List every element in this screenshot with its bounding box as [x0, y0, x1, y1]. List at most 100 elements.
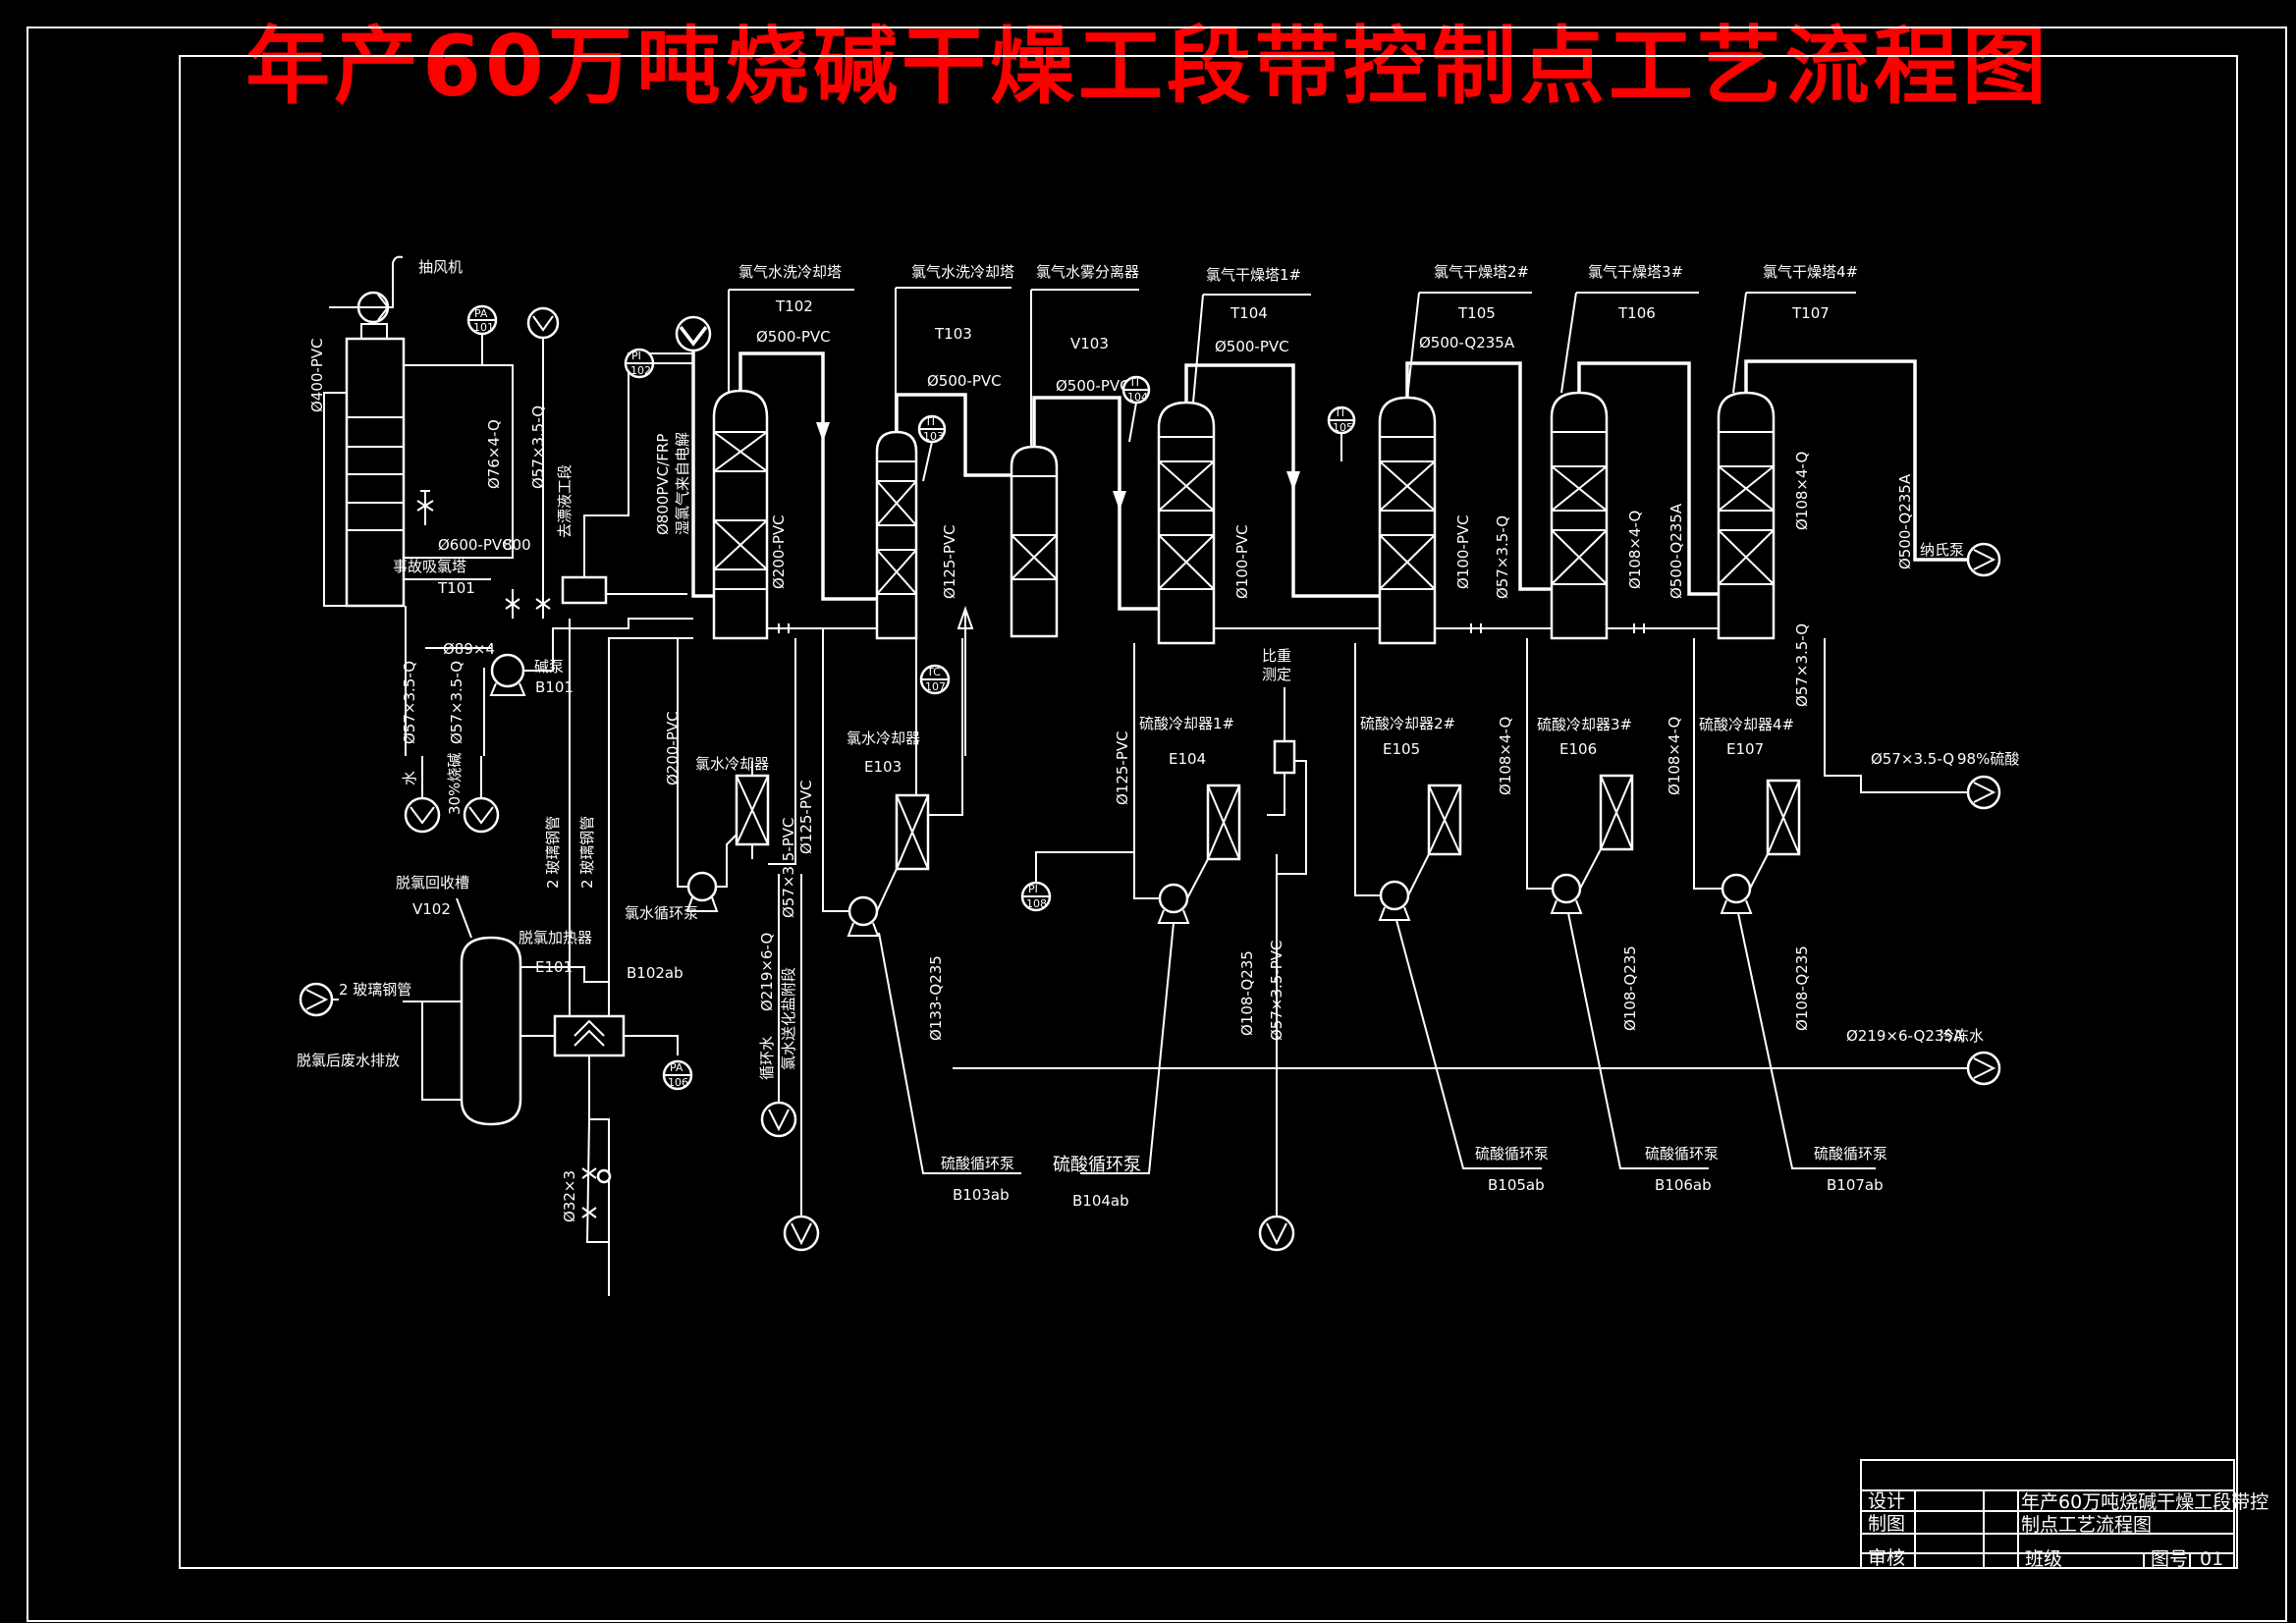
B105-tag: B105ab — [1488, 1176, 1545, 1194]
wet-chlorine-label: 湿氯气来自电解 — [674, 432, 691, 535]
tower-T103: 氯气水洗冷却塔 T103 Ø500-PVC — [875, 263, 1014, 640]
B107-name: 硫酸循环泵 — [1814, 1145, 1887, 1163]
svg-text:TI: TI — [1128, 376, 1139, 389]
pipe-label-200a: Ø200-PVC — [770, 514, 788, 589]
cooler-E104: 硫酸冷却器1# E104 — [1139, 715, 1241, 861]
E106-tag: E106 — [1559, 740, 1597, 758]
B106-tag: B106ab — [1655, 1176, 1712, 1194]
svg-text:PA: PA — [670, 1061, 683, 1074]
pipe-label-108a: Ø108×4-Q — [1626, 511, 1644, 589]
caustic-label: 30%烧碱 — [446, 753, 464, 815]
T107-name: 氯气干燥塔4# — [1763, 263, 1858, 281]
pipe-label-57d: Ø57×3.5-Q — [1494, 515, 1511, 599]
pipe-label-57e: Ø57×3.5-PVC — [780, 817, 797, 918]
seal-tank — [561, 575, 608, 605]
svg-text:102: 102 — [630, 364, 651, 377]
tower-T102: 氯气水洗冷却塔 T102 Ø500-PVC — [712, 263, 854, 640]
instrument-TI103: TI 103 — [917, 414, 947, 482]
instrument-TC107: TC 107 — [919, 664, 951, 695]
circ-water-label: 循环水 — [758, 1036, 776, 1080]
pipe-label-500d: Ø500-PVC — [1215, 338, 1289, 355]
cooler-E105: 硫酸冷却器2# E105 — [1360, 715, 1462, 856]
tank-V102: 脱氯回收槽 V102 — [396, 874, 522, 1126]
E101-name: 脱氯加热器 — [519, 929, 592, 947]
pump-B107: 硫酸循环泵 B107ab — [1693, 638, 1887, 1194]
instrument-PA101: PA 101 — [466, 304, 498, 365]
pipe-label-500q-t106: Ø500-Q235A — [1667, 503, 1685, 599]
pipe-label-32: Ø32×3 — [561, 1170, 578, 1222]
pump-B102: 氯水循环泵 B102ab — [625, 638, 796, 982]
pipe-label-57c: Ø57×3.5-Q — [448, 661, 465, 744]
B102-name: 氯水循环泵 — [625, 904, 698, 922]
density-label: 比重 — [1262, 647, 1291, 665]
pipe-label-133: Ø133-Q235 — [927, 955, 945, 1041]
B104-name: 硫酸循环泵 — [1053, 1155, 1141, 1175]
V102-name: 脱氯回收槽 — [396, 874, 469, 892]
tb-class: 班级 — [2025, 1548, 2062, 1570]
tb-name-1: 年产60万吨烧碱干燥工段带控 — [2021, 1491, 2269, 1513]
pipe-label-200b: Ø200-PVC — [664, 711, 682, 785]
inner-frame — [179, 55, 2238, 1569]
pipe-label-500c: Ø500-PVC — [1056, 377, 1130, 395]
E107-name: 硫酸冷却器4# — [1699, 716, 1794, 733]
tb-draw: 制图 — [1868, 1513, 1905, 1535]
E105-name: 硫酸冷却器2# — [1360, 715, 1455, 732]
T104-name: 氯气干燥塔1# — [1206, 266, 1301, 284]
pipe-label-400: Ø400-PVC — [308, 338, 326, 412]
svg-text:104: 104 — [1127, 391, 1148, 404]
T104-tag: T104 — [1230, 304, 1268, 322]
B107-tag: B107ab — [1827, 1176, 1884, 1194]
tb-dwgno: 01 — [2200, 1548, 2223, 1570]
pipe-label-100a: Ø100-PVC — [1233, 524, 1251, 599]
to-bleach-label: 去漂液工段 — [556, 464, 574, 538]
heater-E101: 脱氯加热器 E101 — [519, 929, 679, 1057]
cooler-E106: 硫酸冷却器3# E106 — [1537, 716, 1634, 851]
pipe-label-57g: Ø57×3.5-Q — [1793, 623, 1811, 707]
svg-text:PI: PI — [1028, 883, 1038, 895]
density-meter — [1273, 739, 1296, 775]
pump-B103: 硫酸循环泵 B103ab — [822, 628, 1014, 1204]
instrument-TI105: TI 105 — [1327, 406, 1356, 461]
pipe-label-108e: Ø108-Q235 — [1238, 950, 1256, 1036]
pipe-label-57h: Ø57×3.5-Q — [1871, 750, 1954, 768]
pipe-label-108b: Ø108×4-Q — [1793, 452, 1811, 530]
T105-name: 氯气干燥塔2# — [1434, 263, 1529, 281]
T105-tag: T105 — [1457, 304, 1496, 322]
T102-name: 氯气水洗冷却塔 — [738, 263, 842, 281]
pipe-label-125b: Ø125-PVC — [797, 780, 815, 854]
B102-tag: B102ab — [627, 964, 683, 982]
B106-name: 硫酸循环泵 — [1645, 1145, 1719, 1163]
E107-tag: E107 — [1726, 740, 1764, 758]
V103-name: 氯气水雾分离器 — [1036, 263, 1139, 281]
cooler-E102: 氯水冷却器 — [695, 755, 770, 859]
E106-name: 硫酸冷却器3# — [1537, 716, 1632, 733]
caustic-inlet-nozzle — [463, 796, 500, 834]
tower-T105: 氯气干燥塔2# T105 Ø500-Q235A — [1378, 263, 1532, 645]
pipe-label-500b: Ø500-PVC — [927, 372, 1002, 390]
cooler-E103: 氯水冷却器 E103 — [847, 730, 930, 871]
measure-label: 测定 — [1262, 666, 1291, 683]
svg-text:107: 107 — [925, 680, 946, 693]
svg-text:108: 108 — [1026, 897, 1047, 910]
pipe-label-500q-end: Ø500-Q235A — [1896, 473, 1914, 569]
E104-name: 硫酸冷却器1# — [1139, 715, 1234, 732]
V102-tag: V102 — [412, 900, 451, 918]
title-block: 设计 制图 审核 年产60万吨烧碱干燥工段带控 制点工艺流程图 班级 图号 01 — [1860, 1459, 2269, 1570]
water-label: 水 — [401, 771, 418, 785]
nash-pump-label: 纳氏泵 — [1920, 541, 1964, 559]
glass-pipe-2: 2 玻璃钢管 — [578, 816, 596, 889]
T103-tag: T103 — [934, 325, 972, 343]
E105-tag: E105 — [1383, 740, 1420, 758]
glass-pipe-3: 2 玻璃钢管 — [339, 981, 411, 999]
pipe-label-89: Ø89×4 — [443, 640, 495, 658]
instrument-TI104: TI 104 — [1121, 375, 1151, 443]
pipe-label-600: Ø600-PVC — [438, 536, 513, 554]
fan: 抽风机 — [329, 255, 463, 324]
pipe-label-219b: Ø219×6-Q235A — [1846, 1027, 1964, 1045]
pipe-label-108g: Ø108-Q235 — [1793, 946, 1811, 1031]
pipe-label-76: Ø76×4-Q — [485, 419, 503, 489]
pipe-label-57b: Ø57×3.5-Q — [401, 661, 418, 744]
tb-design: 设计 — [1868, 1490, 1905, 1512]
svg-text:TC: TC — [926, 666, 941, 678]
